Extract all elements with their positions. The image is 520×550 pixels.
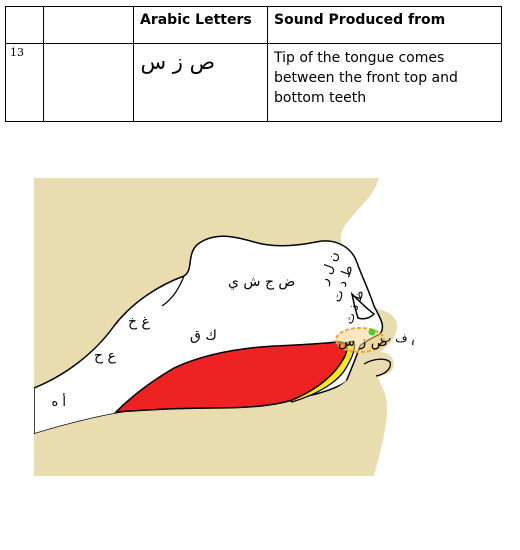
label-throat-middle: ع ح (94, 348, 116, 364)
row-arabic-letters: ص ز س (140, 50, 215, 74)
makhraj-table: Arabic Letters Sound Produced from 13 ص … (5, 6, 502, 122)
header-number (5, 6, 44, 44)
upper-front-tooth (350, 291, 376, 320)
header-sound-produced-from: Sound Produced from (267, 6, 502, 44)
mouth-articulation-diagram: أ ه ع ح غ خ ك ق ض ج ش ي ن ل ر ط د ت ظ ذ … (34, 178, 414, 476)
row-arabic-letters-cell: ص ز س (133, 43, 268, 122)
row-sound-description: Tip of the tongue comes between the fron… (267, 43, 502, 122)
label-back-tongue: ك ق (190, 328, 217, 344)
label-whistling-letters: ص ز س (338, 334, 388, 350)
label-middle-tongue: ض ج ش ي (228, 274, 295, 290)
table-header-row: Arabic Letters Sound Produced from (5, 6, 502, 44)
header-blank (43, 6, 134, 44)
label-lips: و م ف ب (380, 331, 414, 346)
table-row: 13 ص ز س Tip of the tongue comes between… (5, 43, 502, 122)
row-blank-cell (43, 43, 134, 122)
outside-face-area (340, 178, 414, 476)
header-arabic-letters: Arabic Letters (133, 6, 268, 44)
lower-jaw-tissue (34, 356, 391, 474)
lower-lip (363, 358, 392, 377)
row-number: 13 (5, 43, 44, 122)
label-throat-upper: غ خ (128, 314, 150, 330)
label-throat-lower: أ ه (51, 393, 66, 410)
articulation-point-dot (368, 328, 376, 336)
soft-palate-outline (161, 275, 185, 307)
